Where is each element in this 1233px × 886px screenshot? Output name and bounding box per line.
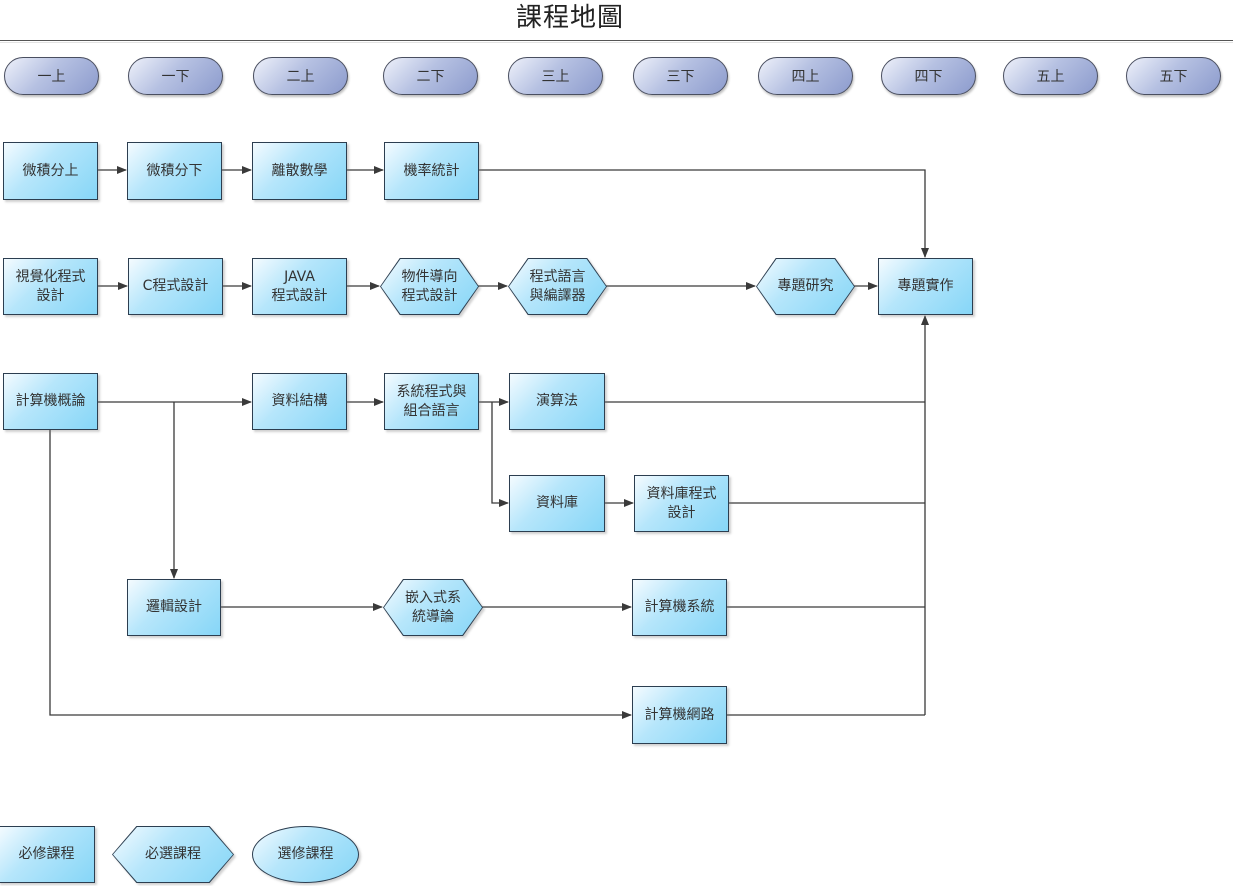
course-calculus-1[interactable]: 微積分上: [3, 142, 98, 200]
course-label: 物件導向 程式設計: [401, 268, 458, 304]
semester-pill-4-2[interactable]: 四下: [881, 57, 976, 95]
hexagon-fill: [113, 827, 233, 882]
course-computer-networks[interactable]: 計算機網路: [632, 686, 727, 744]
course-visual-programming[interactable]: 視覺化程式 設計: [3, 258, 98, 315]
semester-pill-4-1[interactable]: 四上: [758, 57, 853, 95]
course-computer-systems[interactable]: 計算機系統: [632, 579, 727, 636]
edge-intro-network: [49, 429, 632, 719]
course-discrete-math[interactable]: 離散數學: [252, 142, 347, 200]
course-label: 程式語言 與編譯器: [529, 268, 586, 304]
course-calculus-2[interactable]: 微積分下: [127, 142, 222, 200]
hexagon-fill: [757, 259, 854, 314]
title-divider-shadow: [0, 42, 1233, 43]
page-title: 課程地圖: [515, 3, 624, 33]
semester-pill-5-1[interactable]: 五上: [1003, 57, 1098, 95]
semester-pill-3-2[interactable]: 三下: [633, 57, 728, 95]
edge-sysprog-db: [491, 402, 509, 507]
legend-required: 必修課程: [0, 826, 95, 883]
semester-pill-2-1[interactable]: 二上: [253, 57, 348, 95]
course-oop[interactable]: 物件導向 程式設計: [380, 258, 479, 315]
semester-pill-1-1[interactable]: 一上: [4, 57, 99, 95]
course-capstone-project[interactable]: 專題實作: [878, 258, 973, 315]
title-divider: [0, 40, 1233, 41]
course-label: 專題研究: [777, 278, 834, 294]
course-data-structures[interactable]: 資料結構: [252, 373, 347, 430]
course-programming-languages-compilers[interactable]: 程式語言 與編譯器: [508, 258, 607, 315]
legend-label: 必選課程: [145, 846, 201, 862]
hexagon-fill: [509, 259, 606, 314]
course-algorithms[interactable]: 演算法: [509, 373, 605, 430]
course-system-programming-assembly[interactable]: 系統程式與 組合語言: [384, 373, 479, 430]
semester-pill-1-2[interactable]: 一下: [128, 57, 223, 95]
semester-pill-2-2[interactable]: 二下: [383, 57, 478, 95]
semester-pill-5-2[interactable]: 五下: [1126, 57, 1221, 95]
course-embedded-systems[interactable]: 嵌入式系 統導論: [383, 579, 483, 636]
semester-pill-3-1[interactable]: 三上: [508, 57, 603, 95]
legend-elective: 選修課程: [252, 826, 359, 883]
course-logic-design[interactable]: 邏輯設計: [127, 579, 221, 636]
hexagon-fill: [381, 259, 478, 314]
course-database[interactable]: 資料庫: [509, 475, 605, 532]
course-c-programming[interactable]: C程式設計: [128, 258, 223, 315]
course-probability-statistics[interactable]: 機率統計: [384, 142, 479, 200]
edge-prob-project: [478, 169, 929, 258]
hexagon-fill: [384, 580, 482, 635]
course-special-research[interactable]: 專題研究: [756, 258, 855, 315]
course-database-programming[interactable]: 資料庫程式 設計: [634, 475, 729, 532]
course-label: 嵌入式系 統導論: [405, 589, 461, 625]
legend-required-elective: 必選課程: [112, 826, 234, 883]
course-java-programming[interactable]: JAVA 程式設計: [252, 258, 347, 315]
course-intro-computer-science[interactable]: 計算機概論: [3, 373, 98, 430]
